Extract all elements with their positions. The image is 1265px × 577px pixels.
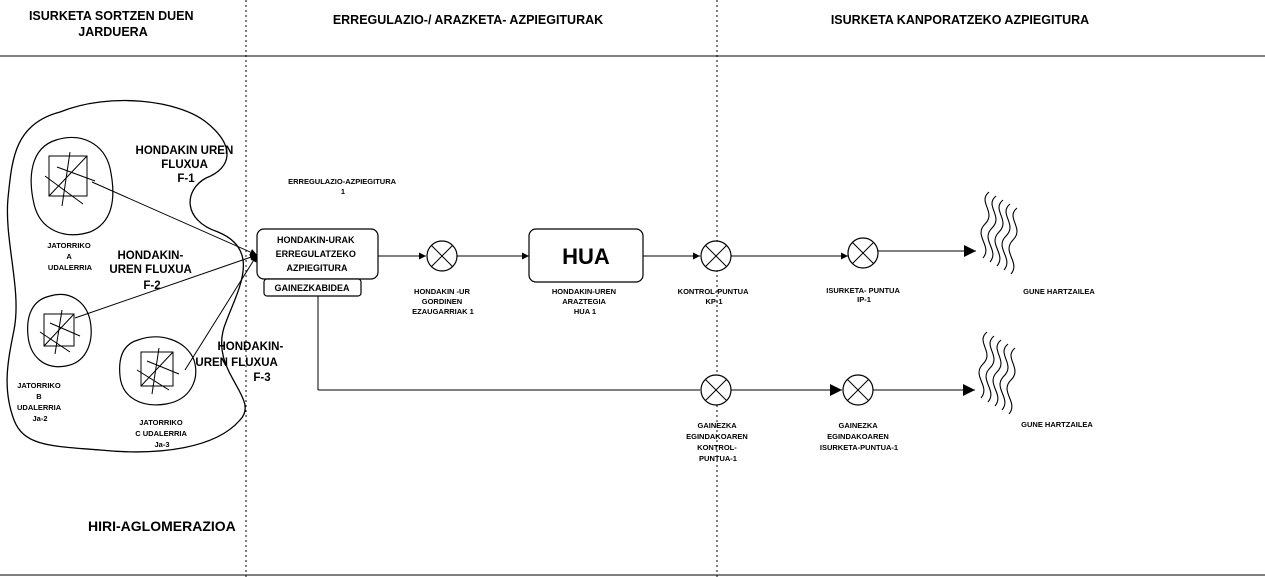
flow-line-f3 — [184, 254, 258, 371]
control-point-node — [700, 240, 732, 272]
overflow-control-point-label: GAINEZKA EGINDAKOAREN KONTROL- PUNTUA-1 — [686, 421, 750, 463]
overflow-box — [263, 278, 362, 297]
flow-line-f1 — [91, 181, 258, 256]
hua-box-label: HUA — [562, 244, 610, 269]
control-point-label: KONTROL-PUNTUA KP-1 — [678, 287, 751, 306]
discharge-point-label: ISURKETA- PUNTUA IP-1 — [826, 286, 901, 304]
flow-label-f1: HONDAKIN UREN FLUXUA F-1 — [136, 145, 237, 185]
raw-wastewater-node — [426, 240, 458, 272]
receiving-water-1-icon — [980, 191, 1018, 275]
overflow-box-label: GAINEZKABIDEA — [274, 283, 350, 293]
discharge-point-node — [847, 237, 879, 269]
column-header-2: ERREGULAZIO-/ ARAZKETA- AZPIEGITURAK — [333, 13, 603, 27]
receiving-water-2-icon — [978, 331, 1016, 415]
receiving-water-1-label: GUNE HARTZAILEA — [1023, 287, 1095, 296]
overflow-discharge-point-node — [842, 374, 874, 406]
source-a-label: JATORRIKO A UDALERRIA — [47, 241, 93, 272]
column-header-1: ISURKETA SORTZEN DUEN JARDUERA — [29, 9, 197, 39]
overflow-discharge-point-label: GAINEZKA EGINDAKOAREN ISURKETA-PUNTUA-1 — [820, 421, 898, 452]
flow-label-f3: HONDAKIN- UREN FLUXUA F-3 — [195, 341, 286, 384]
flow-label-f2: HONDAKIN- UREN FLUXUA F-2 — [109, 250, 194, 292]
source-c-label: JATORRIKO C UDALERRIA Ja-3 — [135, 418, 188, 449]
overflow-control-point-node — [700, 374, 732, 406]
raw-wastewater-label: HONDAKIN -UR GORDINEN EZAUGARRIAK 1 — [412, 287, 474, 316]
regulation-box-label: HONDAKIN-URAK ERREGULATZEKO AZPIEGITURA — [276, 235, 359, 273]
column-header-3: ISURKETA KANPORATZEKO AZPIEGITURA — [831, 13, 1089, 27]
receiving-water-2-label: GUNE HARTZAILEA — [1021, 420, 1093, 429]
treatment-plant-label: HONDAKIN-UREN ARAZTEGIA HUA 1 — [552, 287, 618, 316]
source-municipality-b — [27, 293, 92, 368]
source-b-label: JATORRIKO B UDALERRIA Ja-2 — [17, 381, 63, 423]
regulation-infrastructure-label: ERREGULAZIO-AZPIEGITURA 1 — [288, 177, 398, 196]
flow-line-f2 — [74, 253, 258, 319]
agglomeration-boundary — [6, 99, 246, 453]
source-municipality-a — [30, 136, 114, 236]
agglomeration-label: HIRI-AGLOMERAZIOA — [88, 518, 236, 534]
source-municipality-c — [119, 336, 197, 406]
